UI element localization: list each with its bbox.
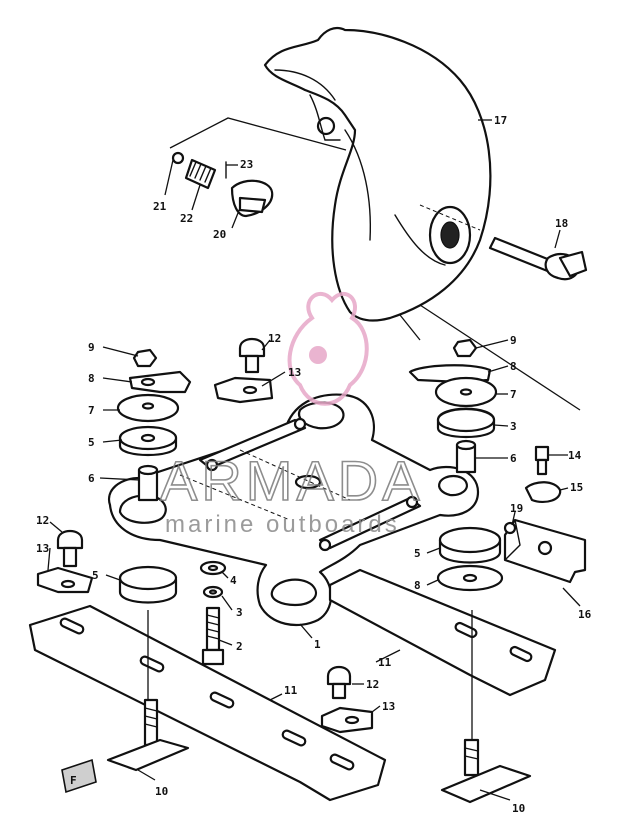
callout-22: 22: [180, 212, 193, 225]
watermark-tagline: marine outboards: [165, 511, 400, 538]
callout-10-right: 10: [512, 802, 525, 815]
callout-11-left: 11: [284, 684, 298, 697]
callout-12-lower: 12: [366, 678, 379, 691]
right-mount-stack: [408, 338, 498, 474]
callout-14: 14: [568, 449, 582, 462]
callout-8-left: 8: [88, 372, 95, 385]
callout-7-right: 7: [510, 388, 517, 401]
callout-1: 1: [314, 638, 321, 651]
callout-13-top: 13: [288, 366, 301, 379]
callout-16: 16: [578, 608, 592, 621]
bolt-clip-set: [36, 337, 562, 734]
callout-13-left: 13: [36, 542, 49, 555]
part-10-studs: [106, 610, 532, 804]
callout-10-left: 10: [155, 785, 168, 798]
front-marker: F: [61, 758, 97, 794]
callout-8-lower: 8: [414, 579, 421, 592]
right-lower-cushion: [436, 526, 504, 592]
callout-9-right: 9: [510, 334, 517, 347]
callout-6-left: 6: [88, 472, 95, 485]
part-11-plates: [28, 568, 557, 802]
callout-5-lower-left: 5: [92, 569, 99, 582]
callout-2: 2: [236, 640, 243, 653]
callout-5-right: 5: [414, 547, 421, 560]
callout-labels: 17 21 22 20 23 18 9 8 7 5 6 12 13 9 8 7 …: [36, 114, 592, 815]
plug-assembly: [169, 117, 347, 218]
leader-lines: [47, 119, 581, 801]
callout-17: 17: [494, 114, 507, 127]
left-mount-stack: [116, 348, 192, 502]
part-22-spring: [184, 158, 217, 190]
callout-6-right: 6: [510, 452, 517, 465]
callout-20: 20: [213, 228, 226, 241]
front-marker-label: F: [70, 774, 77, 787]
left-lower-cushion: [118, 560, 227, 666]
callout-3-right: 3: [510, 420, 517, 433]
callout-19: 19: [510, 502, 523, 515]
callout-23: 23: [240, 158, 253, 171]
callout-7-left: 7: [88, 404, 95, 417]
part-16-bracket: [503, 518, 587, 584]
callout-3: 3: [236, 606, 243, 619]
callout-13-lower: 13: [382, 700, 395, 713]
armada-logo: ARMADA marine outboards: [159, 291, 424, 538]
callout-15: 15: [570, 481, 583, 494]
part-17-tank: [263, 26, 492, 322]
callout-5-left: 5: [88, 436, 95, 449]
callout-11-right: 11: [378, 656, 392, 669]
callout-21: 21: [153, 200, 167, 213]
callout-12-left: 12: [36, 514, 49, 527]
watermark-brand: ARMADA: [160, 449, 424, 512]
callout-8-right: 8: [510, 360, 517, 373]
callout-4: 4: [230, 574, 237, 587]
callout-18: 18: [555, 217, 568, 230]
callout-12-top: 12: [268, 332, 281, 345]
callout-9-left: 9: [88, 341, 95, 354]
part-1-bracket: [107, 393, 480, 627]
part-18-pin: [488, 236, 588, 281]
